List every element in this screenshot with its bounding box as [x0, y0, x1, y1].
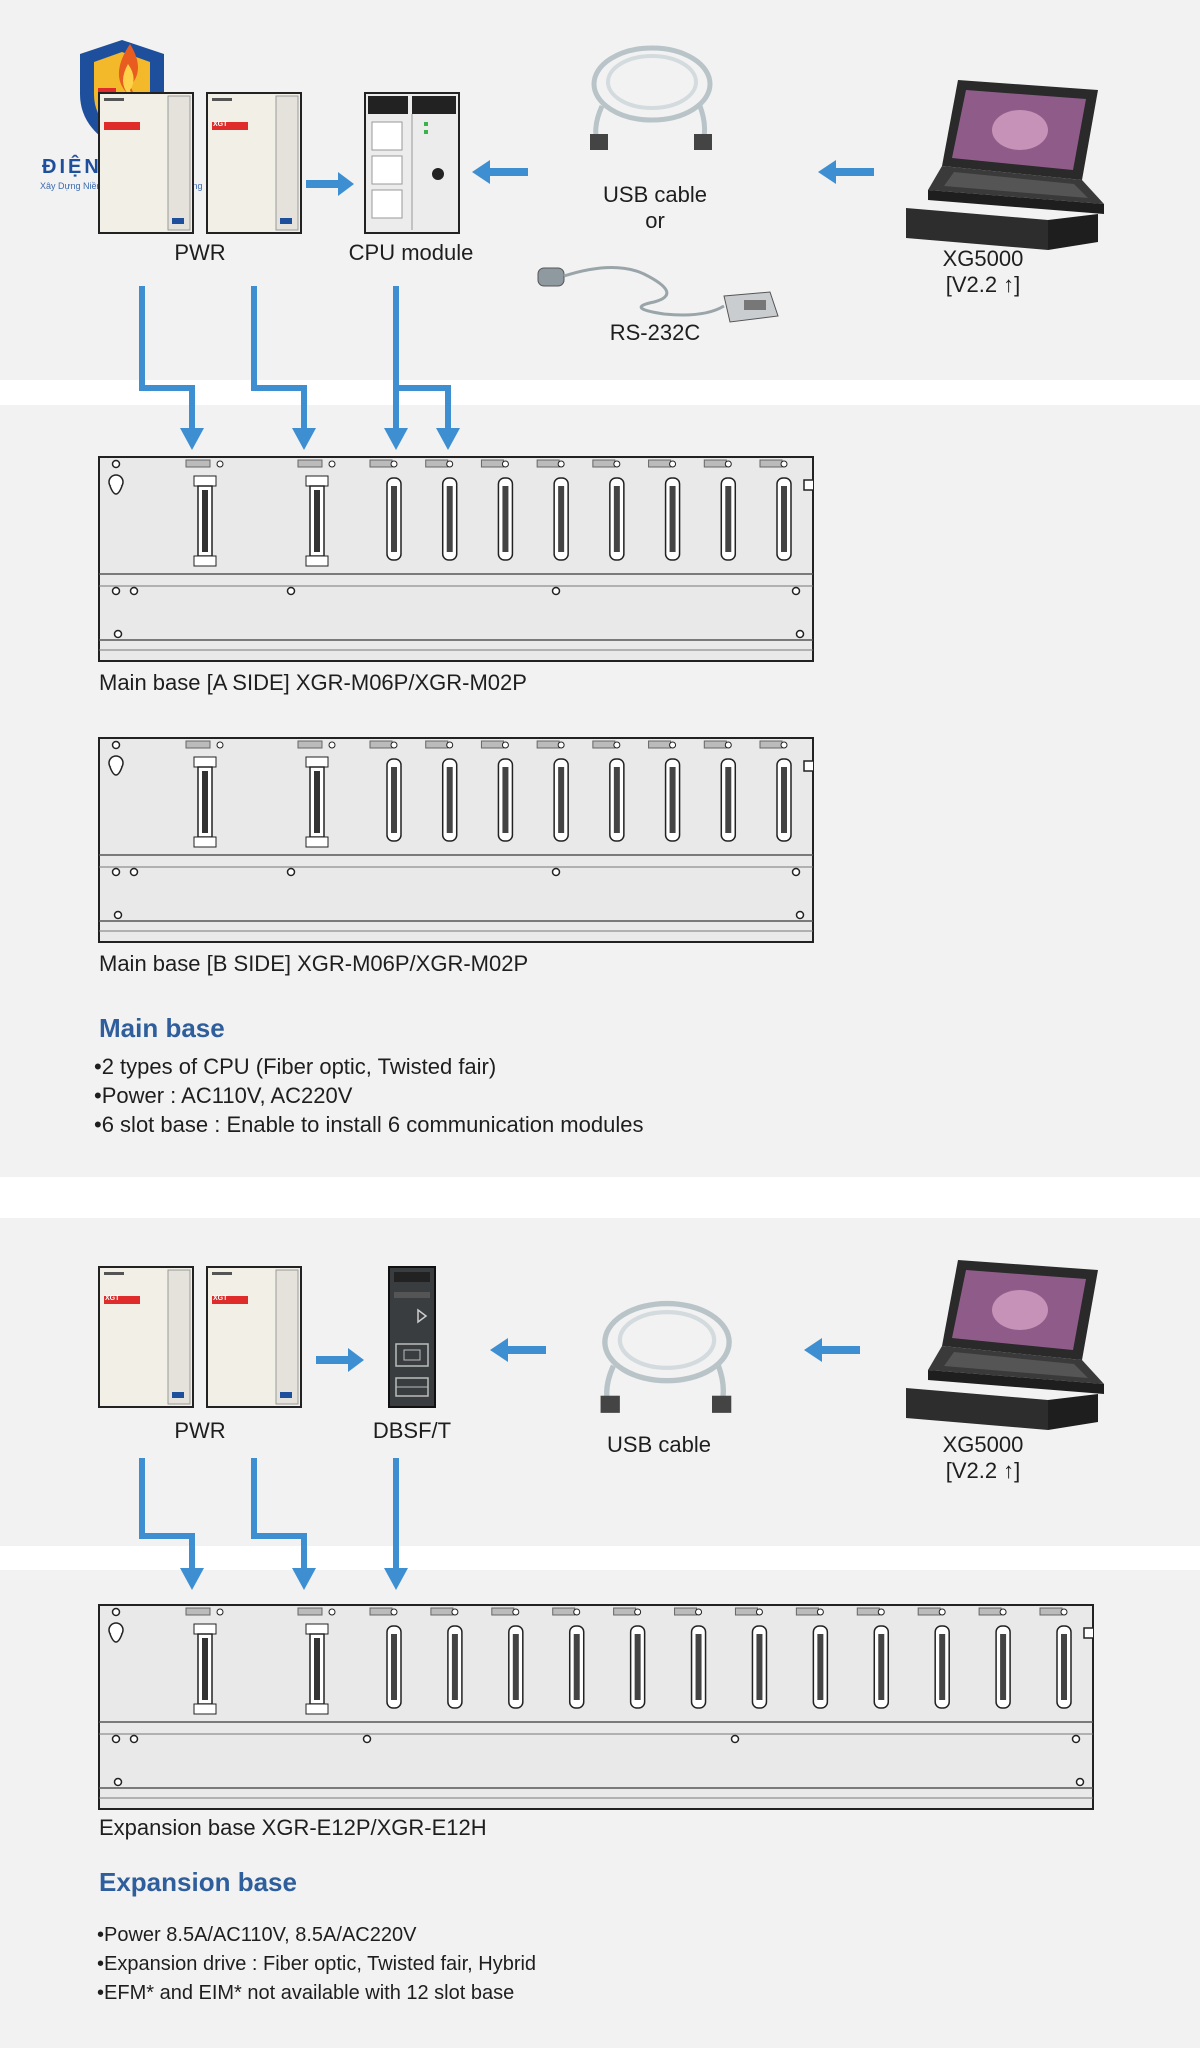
- usb-label-line1: USB cable: [603, 182, 707, 207]
- list-item: EFM* and EIM* not available with 12 slot…: [97, 1979, 536, 2008]
- pwr-label-2: PWR: [174, 1418, 226, 1443]
- cpu-module: [364, 92, 460, 234]
- laptop-icon: [906, 80, 1104, 250]
- expansion-base: [98, 1604, 1094, 1810]
- pwr-module-3: [98, 1266, 194, 1408]
- dbsf-module: [388, 1266, 436, 1408]
- usb-label-line2: or: [645, 208, 665, 233]
- arrow-pwr-to-dbsf: [316, 1348, 364, 1372]
- usb-cable-icon: [590, 45, 713, 150]
- usb-label-2: USB cable: [607, 1432, 711, 1457]
- main-base-a-caption: Main base [A SIDE] XGR-M06P/XGR-M02P: [99, 670, 527, 695]
- pwr-module-2: [206, 92, 302, 234]
- pc-label-line1: XG5000: [942, 246, 1024, 271]
- pc-label-line2: [V2.2 ↑]: [945, 272, 1021, 297]
- main-base-b: [98, 737, 814, 943]
- list-item: Power 8.5A/AC110V, 8.5A/AC220V: [97, 1921, 536, 1950]
- arrows-to-expansion-base: [139, 1458, 408, 1590]
- expansion-base-caption: Expansion base XGR-E12P/XGR-E12H: [99, 1815, 487, 1840]
- main-base-bullets: 2 types of CPU (Fiber optic, Twisted fai…: [94, 1052, 644, 1139]
- pwr-label: PWR: [174, 240, 226, 265]
- arrow-laptop-to-cable: [818, 160, 874, 184]
- main-base-b-caption: Main base [B SIDE] XGR-M06P/XGR-M02P: [99, 951, 529, 976]
- pwr-module-2-brand: XGT: [213, 121, 228, 128]
- pwr-module-4-brand: XGT: [213, 1295, 228, 1302]
- laptop-icon-2: [906, 1260, 1104, 1430]
- list-item: 2 types of CPU (Fiber optic, Twisted fai…: [94, 1052, 643, 1081]
- usb-cable-icon-2: [600, 1300, 732, 1413]
- pwr-module-4: [206, 1266, 302, 1408]
- arrow-cable-to-cpu: [472, 160, 528, 184]
- arrow-pwr-to-cpu: [306, 172, 354, 196]
- pwr-module-3-brand: XGT: [105, 1295, 120, 1302]
- main-base-heading: Main base: [99, 1013, 225, 1043]
- cpu-label: CPU module: [348, 240, 474, 265]
- main-base-a: [98, 456, 814, 662]
- rs232-cable-icon: [537, 266, 779, 323]
- pc-label-2-line1: XG5000: [942, 1432, 1024, 1457]
- list-item: 6 slot base : Enable to install 6 commun…: [94, 1110, 644, 1139]
- arrow-laptop-to-cable-2: [804, 1338, 860, 1362]
- dbsf-label: DBSF/T: [372, 1418, 452, 1443]
- expansion-base-bullets: Power 8.5A/AC110V, 8.5A/AC220V Expansion…: [97, 1921, 536, 2008]
- expansion-base-heading: Expansion base: [99, 1867, 297, 1897]
- pc-label-2-line2: [V2.2 ↑]: [945, 1458, 1021, 1483]
- rs232-label: RS-232C: [609, 320, 701, 345]
- arrow-cable-to-dbsf: [490, 1338, 546, 1362]
- list-item: Power : AC110V, AC220V: [94, 1081, 643, 1110]
- pwr-module-1: [98, 92, 194, 234]
- arrows-to-main-base: [139, 286, 460, 450]
- list-item: Expansion drive : Fiber optic, Twisted f…: [97, 1950, 536, 1979]
